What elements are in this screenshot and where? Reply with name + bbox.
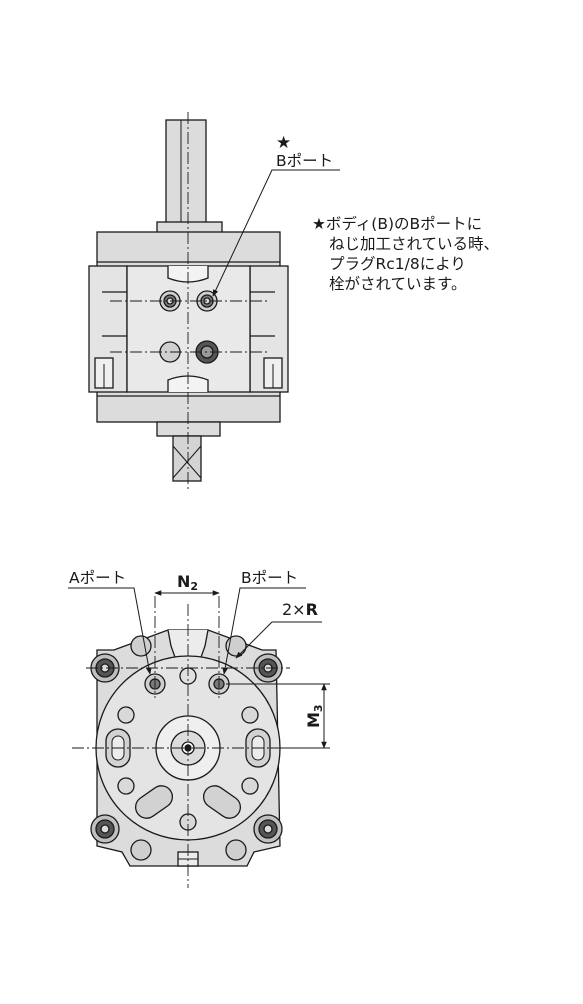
bolt-circle-holes xyxy=(117,706,259,831)
bottom-b-port-label: Bポート xyxy=(241,569,298,587)
lower-shaft xyxy=(172,435,202,482)
note-line-3: プラグRc1/8により xyxy=(329,255,466,273)
lower-left-slot xyxy=(134,785,174,819)
lower-right-slot xyxy=(202,785,242,819)
upper-shaft xyxy=(165,119,207,227)
note-line-1: ★ボディ(B)のBポートに xyxy=(312,215,483,233)
note-line-2: ねじ加工されている時、 xyxy=(329,235,500,253)
bottom-view xyxy=(68,587,330,888)
n2-dimension-label: N2 xyxy=(177,572,198,593)
star-mark: ★ xyxy=(276,133,291,153)
center-panel xyxy=(126,265,251,393)
a-port-label: Aポート xyxy=(69,569,126,587)
lower-shaft-collar xyxy=(156,421,221,437)
plug-note: ★ボディ(B)のBポートに ねじ加工されている時、 プラグRc1/8により 栓が… xyxy=(312,214,577,294)
top-view xyxy=(88,112,340,492)
r-callout-label: 2×R xyxy=(282,600,318,619)
note-line-4: 栓がされています。 xyxy=(329,275,467,293)
top-b-port-label: Bポート xyxy=(276,152,333,170)
m3-dimension-label: M3 xyxy=(304,704,325,728)
